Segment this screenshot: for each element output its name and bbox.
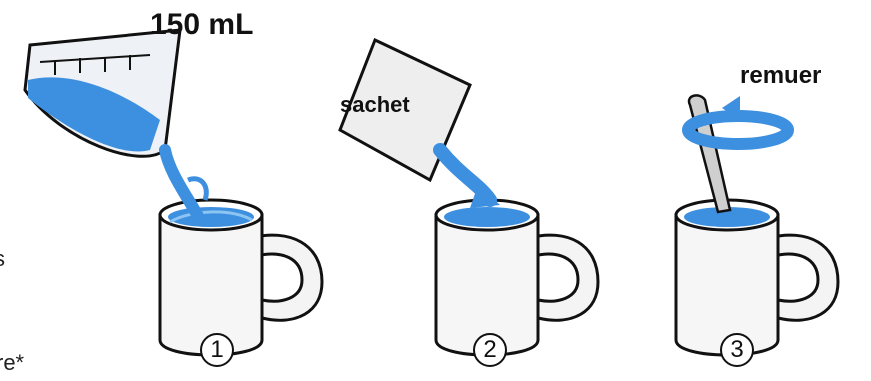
cropped-edge-text: s (0, 246, 5, 272)
step-number-1: 1 (200, 333, 234, 367)
stir-label: remuer (740, 62, 822, 89)
step-number-3: 3 (720, 333, 754, 367)
step-number-2: 2 (473, 333, 507, 367)
cropped-footnote-text: re* (0, 350, 25, 375)
volume-label: 150 mL (150, 8, 254, 41)
step2-mug (434, 198, 600, 357)
sachet-packet (338, 37, 500, 208)
step1-mug (158, 198, 324, 357)
measuring-cup (23, 28, 209, 226)
sachet-label: sachet (340, 92, 410, 117)
step3-mug (674, 198, 840, 357)
stir-arrow (682, 96, 794, 150)
